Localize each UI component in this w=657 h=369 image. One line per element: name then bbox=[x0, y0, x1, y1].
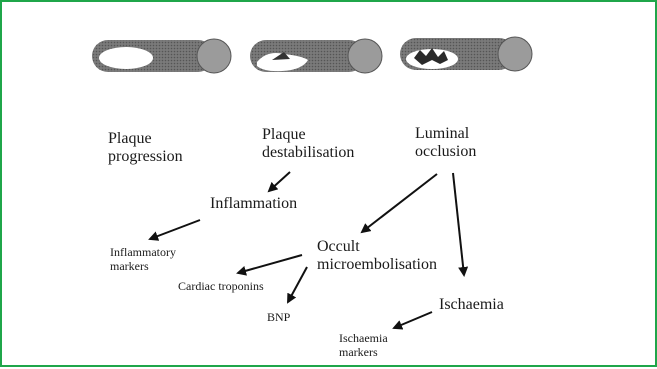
label-occult-microembolisation: Occult microembolisation bbox=[317, 238, 437, 275]
label-plaque-destabilisation: Plaque destabilisation bbox=[262, 126, 354, 163]
arrow-microembolisation-to-troponins bbox=[238, 255, 302, 273]
label-inflammatory-markers: Inflammatory markers bbox=[110, 246, 176, 274]
arrow-ischaemia-to-markers bbox=[394, 312, 432, 328]
vessel-occlusion-icon bbox=[400, 37, 532, 71]
label-cardiac-troponins: Cardiac troponins bbox=[178, 280, 264, 294]
arrow-occlusion-to-ischaemia bbox=[453, 173, 464, 275]
vessel-destabilisation-icon bbox=[250, 39, 382, 73]
label-bnp: BNP bbox=[267, 311, 290, 325]
vessel-progression-icon bbox=[92, 39, 231, 73]
arrow-destabilisation-to-inflammation bbox=[269, 172, 290, 191]
arrow-microembolisation-to-bnp bbox=[288, 267, 307, 302]
label-plaque-progression: Plaque progression bbox=[108, 130, 183, 167]
arrow-occlusion-to-microembolisation bbox=[362, 174, 437, 232]
label-inflammation: Inflammation bbox=[210, 195, 297, 213]
label-luminal-occlusion: Luminal occlusion bbox=[415, 125, 476, 162]
label-ischaemia-markers: Ischaemia markers bbox=[339, 332, 388, 360]
label-ischaemia: Ischaemia bbox=[439, 296, 504, 314]
arrow-inflammation-to-markers bbox=[150, 220, 200, 239]
